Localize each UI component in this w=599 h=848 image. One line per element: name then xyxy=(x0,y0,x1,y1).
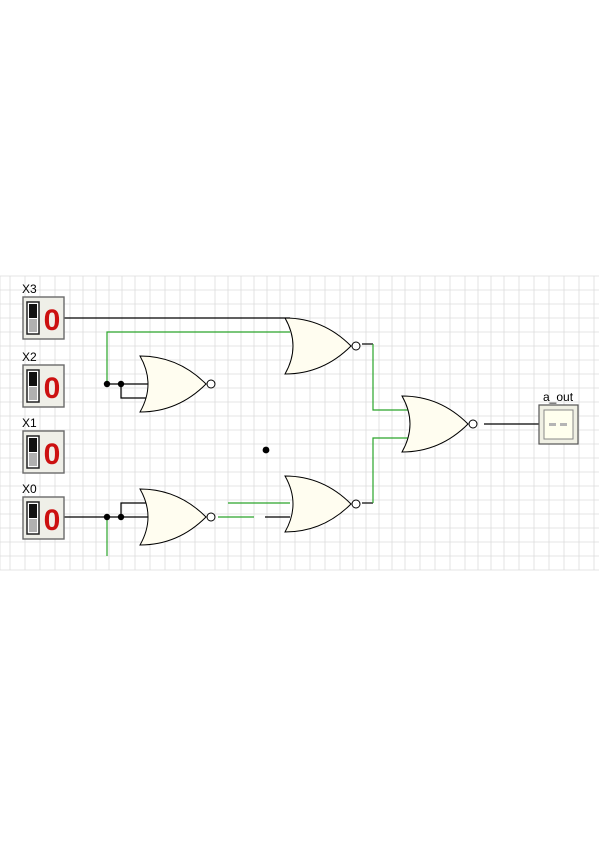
output-window xyxy=(543,409,574,440)
toggle-knob[interactable] xyxy=(29,372,37,386)
junction-dot xyxy=(103,513,111,521)
nor-gate-upper-mid[interactable] xyxy=(284,317,361,375)
wires xyxy=(64,317,539,556)
gate-body xyxy=(139,355,207,413)
nor-gate-lower-mid[interactable] xyxy=(284,475,361,533)
input-switch-x3[interactable]: X3 0 xyxy=(22,282,65,340)
inversion-bubble xyxy=(206,512,216,522)
toggle-knob[interactable] xyxy=(29,304,37,318)
toggle-knob[interactable] xyxy=(29,504,37,518)
wire-green-upper xyxy=(106,331,290,384)
wire-x2-b xyxy=(120,384,150,399)
input-label: X3 xyxy=(22,282,37,296)
junction-dot xyxy=(117,380,125,388)
inversion-bubble xyxy=(351,499,361,509)
nor-gate-upper-left[interactable] xyxy=(139,355,216,413)
output-segment xyxy=(560,423,567,426)
input-switch-x0[interactable]: X0 0 xyxy=(22,482,65,540)
input-value-display: 0 xyxy=(44,304,61,337)
gate-body xyxy=(139,488,207,546)
input-label: X1 xyxy=(22,416,37,430)
toggle-lower xyxy=(29,319,37,332)
gate-body xyxy=(284,317,352,375)
input-value-display: 0 xyxy=(44,438,61,471)
gate-body xyxy=(284,475,352,533)
junction-dot xyxy=(262,446,270,454)
toggle-lower xyxy=(29,387,37,400)
toggle-lower xyxy=(29,519,37,532)
toggle-knob[interactable] xyxy=(29,438,37,452)
input-value-display: 0 xyxy=(44,372,61,405)
input-label: X0 xyxy=(22,482,37,496)
output-label: a_out xyxy=(543,390,574,404)
wire-lower-mid-to-final xyxy=(372,437,408,503)
junction-dot xyxy=(117,513,125,521)
inversion-bubble xyxy=(468,419,478,429)
input-switch-x2[interactable]: X2 0 xyxy=(22,350,65,408)
junction-dot xyxy=(103,380,111,388)
nor-gate-final[interactable] xyxy=(401,395,478,453)
wire-upper-mid-to-final xyxy=(372,344,408,411)
gates xyxy=(139,317,478,546)
output-segment xyxy=(549,423,556,426)
wire-x0-b xyxy=(120,502,150,517)
gate-body xyxy=(401,395,469,453)
input-value-display: 0 xyxy=(44,504,61,537)
input-switch-x1[interactable]: X1 0 xyxy=(22,416,65,474)
nor-gate-lower-left[interactable] xyxy=(139,488,216,546)
junctions xyxy=(103,380,270,521)
toggle-lower xyxy=(29,453,37,466)
output-probe[interactable]: a_out xyxy=(538,390,579,445)
inversion-bubble xyxy=(206,379,216,389)
input-label: X2 xyxy=(22,350,37,364)
inversion-bubble xyxy=(351,341,361,351)
